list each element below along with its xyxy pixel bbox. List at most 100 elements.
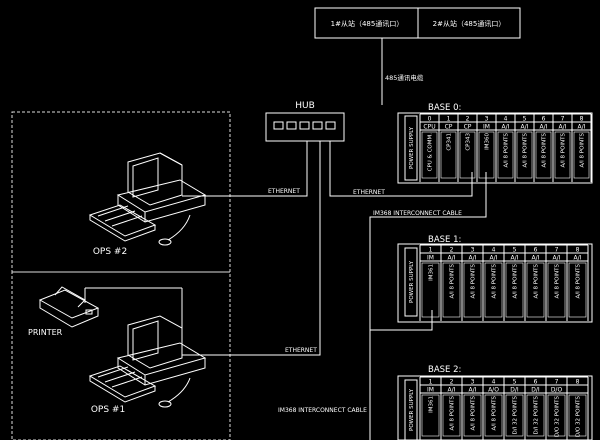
ops1-boundary [11,271,231,440]
base0-slot-module: CPU & COMM. [428,133,434,172]
base1-title: BASE 1: [428,235,461,245]
base1-module-frame [526,262,545,318]
base0-slot-module: A/I 8 POINTS [523,132,529,167]
base0-module-frame [421,131,438,179]
base1-slot-number: 8 [576,247,580,254]
base1-slot-number: 7 [555,247,559,254]
base1-slot-type: A/I [490,255,498,262]
base2-slot-type: IM [427,387,434,394]
station-1-label: 1#从站（485通讯口） [331,19,404,28]
base2-module-frame [547,394,566,437]
station-box: 1#从站（485通讯口） 2#从站（485通讯口） [314,7,521,39]
base0-slot-module: CP341 [447,133,453,151]
base0-slot-module: A/I 8 POINTS [561,132,567,167]
ops1-workstation [88,315,207,408]
base0-module-frame [516,131,533,179]
base2-slot-module: D/I 32 POINTS [534,396,540,435]
base1-slot-module: IM361 [429,264,435,281]
base2-slot-number: 4 [492,379,496,386]
rs485-label: 485通讯电缆 [385,73,424,82]
base2-slot-number: 3 [471,379,475,386]
base0-slot-module: A/I 8 POINTS [504,132,510,167]
base2-slot-type: D/I [510,387,519,394]
base0-slot-type: A/I [559,124,567,131]
base0-module-frame [478,131,495,179]
base1-module-frame [505,262,524,318]
base2-slot-number: 6 [534,379,538,386]
ethernet-label-ops1: ETHERNET [285,347,317,354]
hub-label: HUB [295,101,315,111]
base0-slot-type: A/I [521,124,529,131]
base0-slot-number: 5 [523,116,527,123]
ethernet-label-plc: ETHERNET [353,189,385,196]
interconnect-label-2: IM368 INTERCONNECT CABLE [278,407,367,414]
base0-module-frame [554,131,571,179]
base0-slot-number: 4 [504,116,508,123]
base1-slot-module: A/I 8 POINTS [534,263,540,298]
ops2-boundary [11,111,231,273]
ops1-label: OPS #1 [91,405,125,415]
base1-slot-number: 5 [513,247,517,254]
base1-module-frame [421,262,440,318]
base2-slot-module: A/I 8 POINTS [492,395,498,430]
base0-module-frame [573,131,590,179]
base1-slot-number: 4 [492,247,496,254]
base0-slot-number: 0 [428,116,432,123]
base2-slot-module: D/O 32 POINTS [555,396,561,438]
base0-slot-type: IM [483,124,490,131]
station-2-label: 2#从站（485通讯口） [433,19,506,28]
base1-slot-module: A/I 8 POINTS [492,263,498,298]
base2-slot-number: 2 [450,379,454,386]
base1-slot-module: A/I 8 POINTS [513,263,519,298]
base1-module-frame [484,262,503,318]
base0-module-frame [535,131,552,179]
base2-module-frame [463,394,482,437]
ethernet-label-ops2: ETHERNET [268,188,300,195]
base0-slot-module: A/I 8 POINTS [580,132,586,167]
base2-title: BASE 2: [428,365,461,375]
base0-slot-number: 2 [466,116,470,123]
printer-device [38,286,100,328]
base1-slot-module: A/I 8 POINTS [555,263,561,298]
base1-slot-number: 2 [450,247,454,254]
interconnect-label-1: IM368 INTERCONNECT CABLE [373,210,462,217]
base0-slot-type: CP [445,124,453,131]
interconnect-cables [369,172,487,440]
base1-slot-type: A/I [532,255,540,262]
base2-slot-type: D/O [551,387,563,394]
base0-slot-type: A/I [540,124,548,131]
base1-module-frame [547,262,566,318]
base2-slot-type: A/I [469,387,477,394]
base1-slot-module: A/I 8 POINTS [471,263,477,298]
base1-power-supply: POWER SUPPLY [409,260,415,303]
base0-slot-type: A/I [502,124,510,131]
base2-slot-module: IM361 [429,396,435,413]
base2-slot-number: 8 [576,379,580,386]
base2-slot-module: A/I 8 POINTS [471,395,477,430]
base2-module-frame [568,394,587,437]
base1-slot-number: 6 [534,247,538,254]
base0-module-frame [440,131,457,179]
base0-module-frame [459,131,476,179]
base0-power-supply: POWER SUPPLY [409,126,415,169]
base0-slot-type: CPU [423,124,435,131]
base0-slot-number: 7 [561,116,565,123]
base1-slot-type: A/I [574,255,582,262]
ops2-workstation [88,152,207,246]
base2-module-frame [442,394,461,437]
base1-slot-type: A/I [448,255,456,262]
printer-label: PRINTER [28,328,63,337]
base0-title: BASE 0: [428,103,461,113]
base2-slot-module: A/I 8 POINTS [450,395,456,430]
base1-module-frame [442,262,461,318]
base0-module-frame [497,131,514,179]
base2-slot-number: 1 [429,379,433,386]
base2-slot-type: D/I [531,387,540,394]
base1-module-frame [463,262,482,318]
base0-slot-number: 6 [542,116,546,123]
base2-power-supply: POWER SUPPLY [409,388,415,431]
